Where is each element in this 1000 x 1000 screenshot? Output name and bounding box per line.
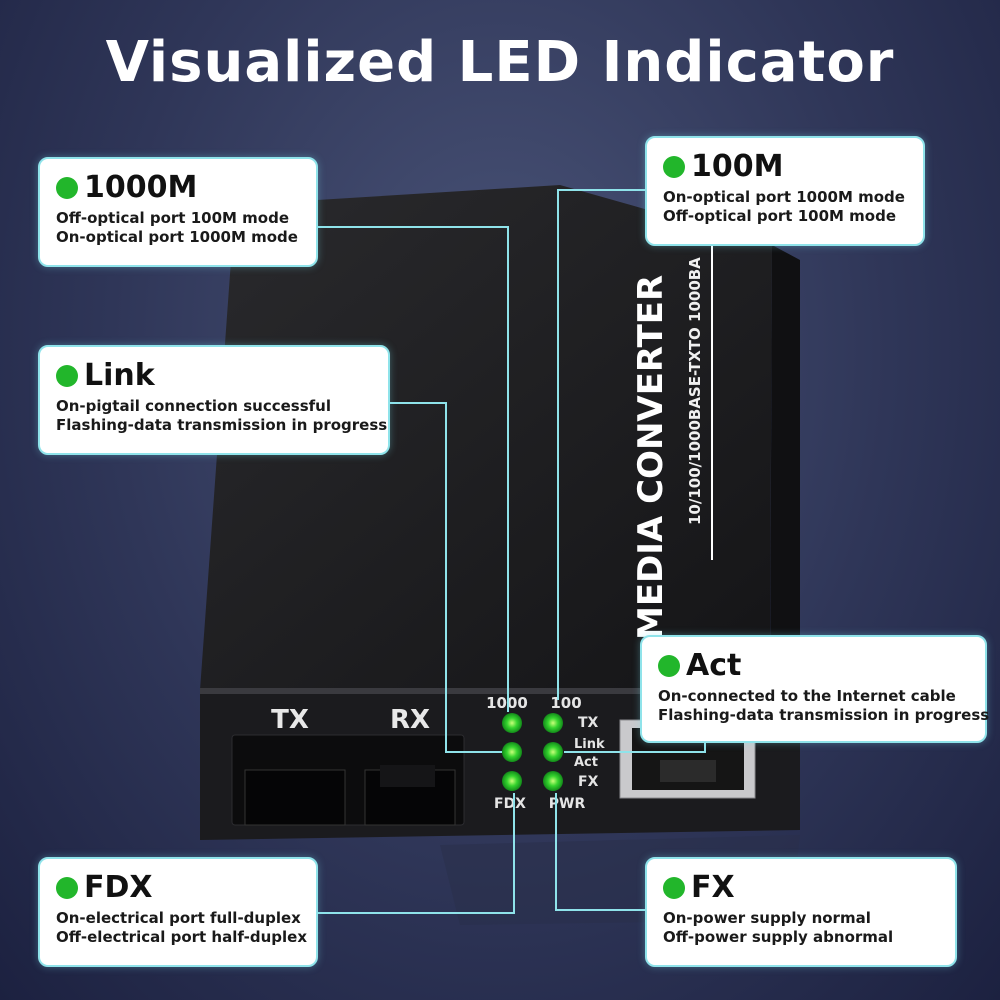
callout-100m-line1: On-optical port 1000M mode bbox=[663, 188, 905, 206]
led-label-tx: TX bbox=[578, 715, 599, 731]
callout-fx: FX On-power supply normal Off-power supp… bbox=[645, 857, 957, 967]
port-label-rx: RX bbox=[390, 705, 430, 735]
device-side-surface bbox=[770, 245, 800, 690]
callout-1000m: 1000M Off-optical port 100M mode On-opti… bbox=[38, 157, 318, 267]
port-label-tx: TX bbox=[271, 705, 309, 735]
callout-fdx-line2: Off-electrical port half-duplex bbox=[56, 928, 308, 946]
led-label-link: Link bbox=[574, 737, 605, 752]
callout-fx-title: FX bbox=[691, 870, 735, 905]
callout-1000m-line1: Off-optical port 100M mode bbox=[56, 209, 289, 227]
connector-lines bbox=[316, 189, 706, 914]
page-title: Visualized LED Indicator bbox=[105, 30, 895, 95]
led-label-fdx: FDX bbox=[494, 796, 526, 812]
callout-fdx-title: FDX bbox=[84, 870, 153, 905]
led-1000-indicator bbox=[502, 713, 522, 733]
led-label-pwr: PWR bbox=[549, 796, 586, 812]
green-dot-icon bbox=[56, 877, 78, 899]
led-act-indicator bbox=[543, 742, 563, 762]
callout-act-title: Act bbox=[686, 648, 742, 683]
callout-link-title: Link bbox=[84, 358, 155, 393]
callout-1000m-line2: On-optical port 1000M mode bbox=[56, 228, 298, 246]
device-model-text: 10/100/1000BASE-TXTO 1000BA bbox=[686, 257, 704, 525]
green-dot-icon bbox=[663, 877, 685, 899]
callout-fdx-line1: On-electrical port full-duplex bbox=[56, 909, 301, 927]
callout-100m: 100M On-optical port 1000M mode Off-opti… bbox=[645, 136, 925, 246]
green-dot-icon bbox=[658, 655, 680, 677]
led-label-100: 100 bbox=[550, 694, 581, 712]
led-tx-indicator bbox=[543, 713, 563, 733]
callout-100m-line2: Off-optical port 100M mode bbox=[663, 207, 896, 225]
callout-link: Link On-pigtail connection successful Fl… bbox=[38, 345, 390, 455]
callout-act-line1: On-connected to the Internet cable bbox=[658, 687, 956, 705]
led-label-act: Act bbox=[574, 755, 598, 770]
callout-fx-line1: On-power supply normal bbox=[663, 909, 871, 927]
led-fdx-indicator bbox=[502, 771, 522, 791]
callout-fdx: FDX On-electrical port full-duplex Off-e… bbox=[38, 857, 318, 967]
callout-link-line2: Flashing-data transmission in progress bbox=[56, 416, 388, 434]
callout-1000m-title: 1000M bbox=[84, 170, 198, 205]
device-top-surface bbox=[200, 185, 795, 690]
led-label-fx: FX bbox=[578, 774, 599, 790]
green-dot-icon bbox=[56, 365, 78, 387]
callout-act: Act On-connected to the Internet cable F… bbox=[640, 635, 990, 743]
callout-act-line2: Flashing-data transmission in progress bbox=[658, 706, 990, 724]
green-dot-icon bbox=[663, 156, 685, 178]
device-brand-text: MEDIA CONVERTER bbox=[631, 275, 671, 640]
callout-fx-line2: Off-power supply abnormal bbox=[663, 928, 894, 946]
led-fx-indicator bbox=[543, 771, 563, 791]
led-link-indicator bbox=[502, 742, 522, 762]
callout-link-line1: On-pigtail connection successful bbox=[56, 397, 331, 415]
callout-100m-title: 100M bbox=[691, 149, 784, 184]
green-dot-icon bbox=[56, 177, 78, 199]
